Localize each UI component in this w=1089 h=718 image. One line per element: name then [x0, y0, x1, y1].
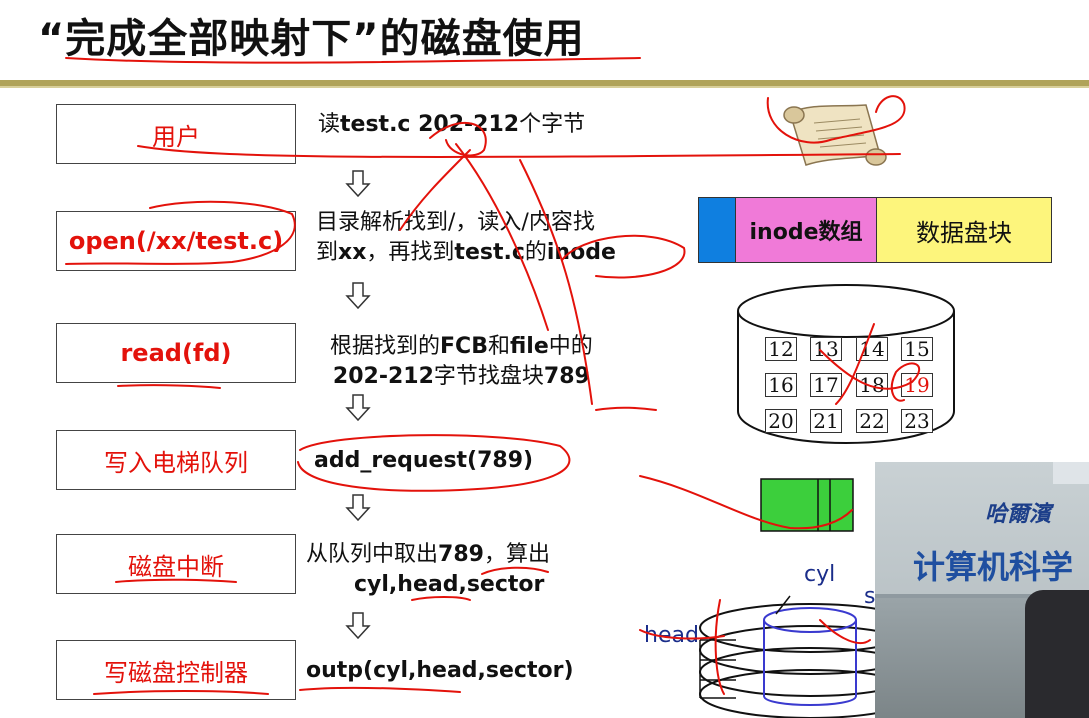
step-box-read: read(fd) — [56, 323, 296, 383]
disk-block: 12 — [765, 337, 797, 361]
school-sign-top: 哈爾濱 — [985, 501, 1052, 527]
data-block-segment: 数据盘块 — [877, 198, 1051, 262]
step-label-write-controller: 写磁盘控制器 — [104, 658, 248, 687]
disk-block: 23 — [901, 409, 933, 433]
desc-user: 读test.c 202-212个字节 — [318, 112, 586, 137]
queue-block-icon — [760, 478, 854, 532]
down-arrow-icon — [345, 282, 371, 310]
slide-title: “完成全部映射下”的磁盘使用 — [38, 16, 585, 62]
step-label-user: 用户 — [152, 122, 200, 151]
step-box-disk-interrupt: 磁盘中断 — [56, 534, 296, 594]
step-label-read: read(fd) — [120, 339, 232, 367]
disk-block: 18 — [856, 373, 888, 397]
down-arrow-icon — [345, 494, 371, 522]
down-arrow-icon — [345, 612, 371, 640]
desc-outp: outp(cyl,head,sector) — [306, 658, 574, 683]
disk-block: 22 — [856, 409, 888, 433]
step-box-open: open(/xx/test.c) — [56, 211, 296, 271]
school-logo-icon — [1053, 462, 1089, 484]
desc-read: 根据找到的FCB和file中的 202-212字节找盘块789 — [330, 334, 593, 389]
disk-layout-bar: inode数组 数据盘块 — [698, 197, 1052, 263]
disk-block: 15 — [901, 337, 933, 361]
step-label-open: open(/xx/test.c) — [68, 227, 284, 255]
superblock-segment — [699, 198, 736, 262]
scroll-icon — [783, 104, 887, 166]
title-divider — [0, 80, 1089, 86]
lecturer-video: 哈爾濱 计算机科学 — [875, 462, 1089, 718]
disk-block: 21 — [810, 409, 842, 433]
step-label-elevator-queue: 写入电梯队列 — [104, 448, 248, 477]
desc-open: 目录解析找到/，读入/内容找 到xx，再找到test.c的inode — [316, 210, 616, 265]
desc-add-request: add_request(789) — [314, 448, 534, 473]
sector-label: s — [864, 584, 876, 609]
down-arrow-icon — [345, 394, 371, 422]
down-arrow-icon — [345, 170, 371, 198]
inode-array-segment: inode数组 — [736, 198, 877, 262]
disk-block: 17 — [810, 373, 842, 397]
desc-disk-interrupt: 从队列中取出789，算出 cyl,head,sector — [306, 542, 550, 597]
step-box-write-controller: 写磁盘控制器 — [56, 640, 296, 700]
school-sign-main: 计算机科学 — [913, 548, 1074, 586]
cyl-label: cyl — [804, 562, 836, 587]
disk-block: 16 — [765, 373, 797, 397]
lecturer-silhouette — [1025, 590, 1089, 718]
title-divider-shadow — [0, 86, 1089, 88]
disk-block: 20 — [765, 409, 797, 433]
step-box-elevator-queue: 写入电梯队列 — [56, 430, 296, 490]
disk-block: 13 — [810, 337, 842, 361]
step-label-disk-interrupt: 磁盘中断 — [128, 552, 224, 581]
